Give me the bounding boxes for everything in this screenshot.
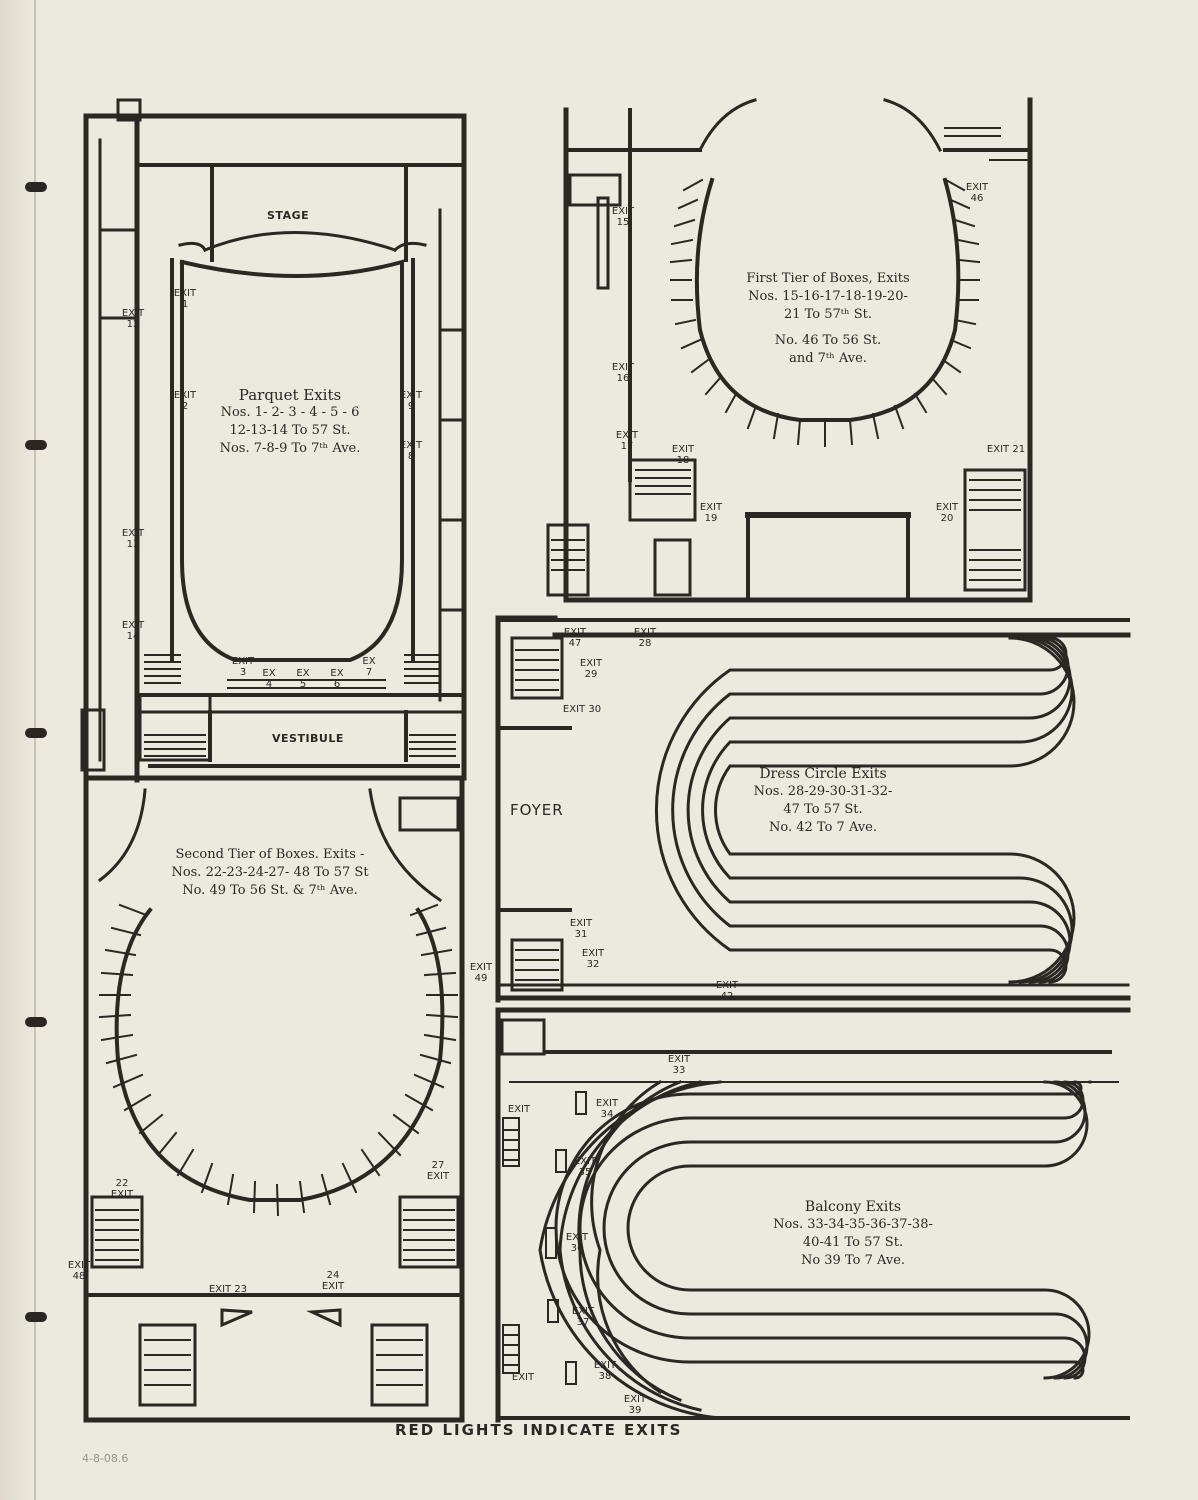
binding-hole — [25, 1312, 47, 1322]
first-tier-exits-notice: First Tier of Boxes, Exits Nos. 15-16-17… — [728, 270, 928, 368]
exit-19-label: EXIT 19 — [699, 502, 723, 524]
dress-circle-exits-title: Dress Circle Exits — [759, 766, 887, 782]
first-tier-plan — [546, 97, 1033, 603]
first-tier-exits-line: 21 To 57ᵗʰ St. — [783, 307, 873, 322]
first-tier-exits-title: First Tier of Boxes, Exits — [746, 271, 910, 286]
exit-46-label: EXIT 46 — [965, 182, 989, 204]
first-tier-exits-line: Nos. 15-16-17-18-19-20- — [748, 289, 908, 304]
balcony-exits-line: Nos. 33-34-35-36-37-38- — [773, 1217, 933, 1232]
exit-28-label: EXIT 28 — [633, 627, 657, 649]
exit-34-label: EXIT 34 — [595, 1098, 619, 1120]
first-tier-exits-line: No. 46 To 56 St. — [774, 333, 882, 348]
exit-9-label: EXIT 9 — [399, 390, 423, 412]
balcony-exits-title: Balcony Exits — [804, 1199, 902, 1215]
exit-35-label: EXIT 35 — [573, 1156, 597, 1178]
second-tier-exits-line: No. 49 To 56 St. & 7ᵗʰ Ave. — [182, 883, 358, 898]
exit-33-label: EXIT 33 — [667, 1054, 691, 1076]
exit-22-label: 22 EXIT — [110, 1178, 134, 1200]
binding-hole — [25, 1017, 47, 1027]
exit-18-label: EXIT 18 — [671, 444, 695, 466]
exit-42-label: EXIT 42 — [715, 980, 739, 1002]
exit-12-label: EXIT 12 — [121, 308, 145, 330]
exit-3-label: EXIT 3 — [231, 656, 255, 678]
exit-14-label: EXIT 14 — [121, 620, 145, 642]
balcony-exits-line: 40-41 To 57 St. — [802, 1235, 904, 1250]
exit-32-label: EXIT 32 — [581, 948, 605, 970]
exit-31-label: EXIT 31 — [569, 918, 593, 940]
parquet-exits-line: Nos. 1- 2- 3 - 4 - 5 - 6 — [220, 405, 360, 420]
balcony-stairs — [504, 1129, 518, 1366]
foyer-label: FOYER — [510, 801, 564, 819]
exit-30-label: EXIT 30 — [562, 704, 602, 715]
exit-49-label: EXIT 49 — [469, 962, 493, 984]
parquet-exits-line: 12-13-14 To 57 St. — [229, 423, 351, 438]
exit-15-label: EXIT 15 — [611, 206, 635, 228]
page-fold — [34, 0, 36, 1500]
vestibule-label: VESTIBULE — [272, 732, 344, 745]
exit-1-label: EXIT 1 — [173, 288, 197, 310]
exit-13-label: EXIT 13 — [121, 528, 145, 550]
dress-circle-exits-notice: Dress Circle Exits Nos. 28-29-30-31-32- … — [718, 765, 928, 837]
exit-39-label: EXIT 39 — [623, 1394, 647, 1416]
exit-2-label: EXIT 2 — [173, 390, 197, 412]
second-tier-box-partitions — [95, 903, 459, 1386]
exit-40-label: EXIT — [507, 1104, 531, 1115]
binding-hole — [25, 728, 47, 738]
exit-21-label: EXIT 21 — [986, 444, 1026, 455]
parquet-stairs — [144, 654, 456, 757]
exit-29-label: EXIT 29 — [579, 658, 603, 680]
exit-16-label: EXIT 16 — [611, 362, 635, 384]
stage-label: STAGE — [267, 209, 310, 222]
parquet-exits-notice: Parquet Exits Nos. 1- 2- 3 - 4 - 5 - 6 1… — [190, 386, 390, 458]
exit-4-label: EX 4 — [262, 668, 276, 690]
exit-23-label: EXIT 23 — [208, 1284, 248, 1295]
balcony-plan — [495, 1007, 1131, 1423]
first-tier-exits-line: and 7ᵗʰ Ave. — [789, 351, 867, 366]
binding-margin — [0, 0, 40, 1500]
first-tier-box-partitions — [551, 127, 1029, 581]
second-tier-exits-line: Nos. 22-23-24-27- 48 To 57 St — [171, 865, 369, 880]
pencil-annotation: 4-8-08.6 — [82, 1452, 129, 1465]
exit-41-label: EXIT — [511, 1372, 535, 1383]
exit-36-label: EXIT 36 — [565, 1232, 589, 1254]
parquet-plan — [80, 98, 467, 783]
binding-hole — [25, 182, 47, 192]
parquet-exits-title: Parquet Exits — [238, 386, 342, 404]
exit-17-label: EXIT 17 — [615, 430, 639, 452]
second-tier-exits-notice: Second Tier of Boxes. Exits - Nos. 22-23… — [140, 846, 400, 900]
exit-27-label: 27 EXIT — [426, 1160, 450, 1182]
balcony-exits-notice: Balcony Exits Nos. 33-34-35-36-37-38- 40… — [738, 1198, 968, 1270]
exit-24-label: 24 EXIT — [321, 1270, 345, 1292]
exit-8-label: EXIT 8 — [399, 440, 423, 462]
exit-47-label: EXIT 47 — [563, 627, 587, 649]
exit-37-label: EXIT 37 — [571, 1306, 595, 1328]
exit-7-label: EX 7 — [362, 656, 376, 678]
parquet-exits-line: Nos. 7-8-9 To 7ᵗʰ Ave. — [219, 441, 361, 456]
second-tier-exits-title: Second Tier of Boxes. Exits - — [175, 847, 365, 862]
balcony-exits-line: No 39 To 7 Ave. — [800, 1253, 906, 1268]
exit-48-label: EXIT 48 — [67, 1260, 91, 1282]
exit-6-label: EX 6 — [330, 668, 344, 690]
second-tier-plan — [83, 775, 465, 1423]
dress-circle-exits-line: No. 42 To 7 Ave. — [769, 820, 877, 835]
dress-circle-exits-line: 47 To 57 St. — [783, 802, 863, 817]
exit-5-label: EX 5 — [296, 668, 310, 690]
exit-20-label: EXIT 20 — [935, 502, 959, 524]
exit-38-label: EXIT 38 — [593, 1360, 617, 1382]
binding-hole — [25, 440, 47, 450]
dress-circle-exits-line: Nos. 28-29-30-31-32- — [753, 784, 893, 799]
dress-circle-stairs — [515, 649, 559, 981]
exit-lights-notice: RED LIGHTS INDICATE EXITS — [395, 1421, 683, 1439]
dress-circle-plan — [495, 615, 1131, 1003]
